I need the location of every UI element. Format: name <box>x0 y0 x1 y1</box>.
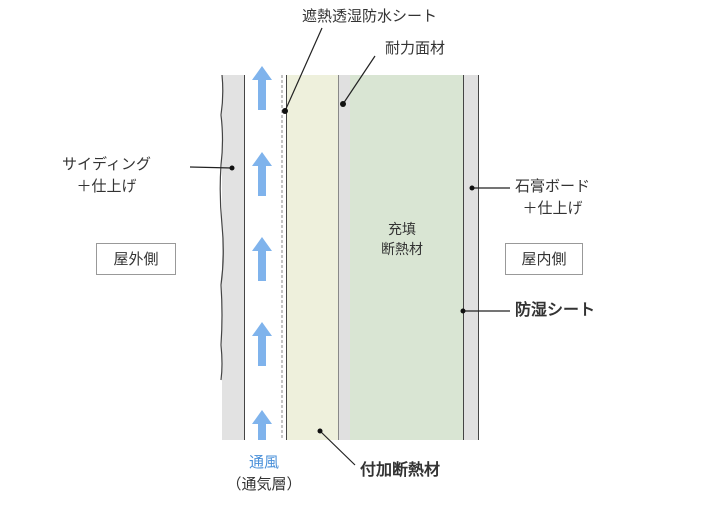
label-fill-line1: 充填 <box>388 222 416 238</box>
leader-dot <box>317 428 323 434</box>
siding-layer <box>222 75 245 440</box>
leader-dot <box>340 101 346 107</box>
leader-dot <box>229 165 235 171</box>
label-exterior: 屋外側 <box>96 243 176 275</box>
label-vapor-barrier: 防湿シート <box>515 300 596 319</box>
additional-insulation-layer <box>286 75 338 440</box>
label-additional-insulation: 付加断熱材 <box>360 460 441 479</box>
label-siding-line1: サイディング <box>62 155 151 173</box>
arrow-up-icon <box>252 152 272 196</box>
label-ventilation-text: 通風 <box>248 453 279 471</box>
label-ventilation: 通風 （通気層） <box>222 452 306 496</box>
label-siding-line2: ＋仕上げ <box>76 176 137 195</box>
label-interior: 屋内側 <box>505 243 583 275</box>
gypsum-board-layer <box>463 75 479 440</box>
label-gypsum-line2: ＋仕上げ <box>522 198 583 217</box>
fill-insulation-layer <box>350 75 463 440</box>
label-ventilation-layer: （通気層） <box>226 474 302 493</box>
label-vapor-permeable-sheet: 遮熱透湿防水シート <box>302 7 438 25</box>
label-structural-panel: 耐力面材 <box>385 39 446 57</box>
arrow-up-icon <box>252 237 272 281</box>
label-fill-line2: 断熱材 <box>381 242 423 259</box>
arrow-up-icon <box>252 66 272 110</box>
label-gypsum: 石膏ボード ＋仕上げ <box>515 176 590 220</box>
airflow-arrows <box>252 66 272 440</box>
arrow-up-icon <box>252 322 272 366</box>
siding-wavy-edge <box>219 74 224 381</box>
label-gypsum-line1: 石膏ボード <box>515 177 591 195</box>
leader-dot <box>469 185 475 191</box>
leader-dot <box>460 308 466 314</box>
arrow-up-icon <box>252 410 272 440</box>
label-fill-insulation: 充填 断熱材 <box>381 220 423 261</box>
leader-dot <box>282 108 288 114</box>
label-siding: サイディング ＋仕上げ <box>62 154 151 198</box>
